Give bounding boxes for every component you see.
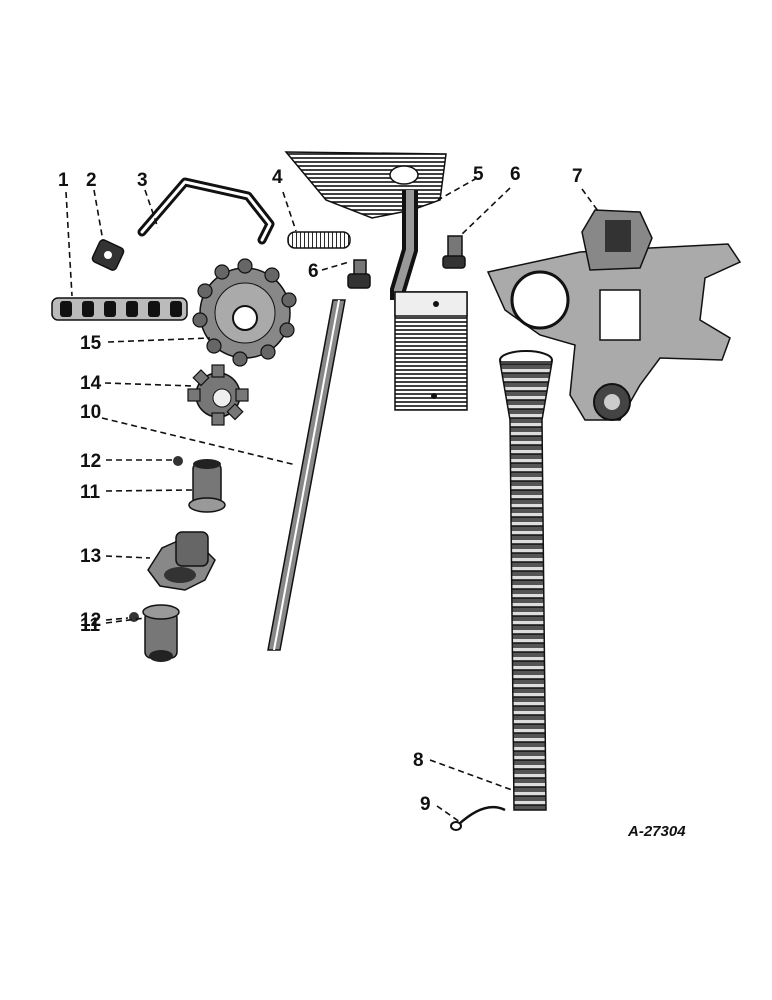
leader-lines bbox=[65, 177, 599, 823]
collar-lower bbox=[142, 604, 180, 662]
callout-8: 8 bbox=[413, 750, 424, 771]
shaft bbox=[267, 299, 346, 651]
seed-tube bbox=[499, 350, 553, 811]
callout-6-lower: 6 bbox=[308, 261, 319, 282]
crank-rod bbox=[137, 177, 275, 245]
connector-link bbox=[91, 239, 125, 271]
callout-9: 9 bbox=[420, 794, 431, 815]
callout-12-upper: 12 bbox=[80, 451, 101, 472]
drive-chain bbox=[51, 297, 188, 321]
bolt-lower bbox=[347, 259, 371, 289]
callout-14: 14 bbox=[80, 373, 102, 394]
set-screw-upper bbox=[173, 456, 183, 466]
pedal-assembly bbox=[284, 151, 468, 411]
wire-clip bbox=[450, 805, 506, 831]
spring bbox=[287, 231, 351, 249]
bevel-gear bbox=[147, 531, 216, 591]
callout-10: 10 bbox=[80, 402, 101, 423]
callout-15: 15 bbox=[80, 333, 102, 354]
large-sprocket bbox=[192, 258, 297, 367]
callout-5: 5 bbox=[473, 164, 484, 185]
callout-3: 3 bbox=[137, 170, 148, 191]
figure-reference: A-27304 bbox=[627, 823, 686, 840]
callout-2: 2 bbox=[86, 170, 97, 191]
small-sprocket bbox=[187, 364, 249, 426]
callout-13: 13 bbox=[80, 546, 101, 567]
bracket-housing bbox=[486, 209, 742, 421]
callout-12-lower: 12 bbox=[80, 610, 101, 631]
callout-11-upper: 11 bbox=[80, 482, 101, 503]
collar-upper bbox=[188, 459, 226, 513]
callout-4: 4 bbox=[272, 167, 283, 188]
callout-11-lower: 11 bbox=[80, 615, 101, 636]
callout-6-upper: 6 bbox=[510, 164, 521, 185]
bolt-upper bbox=[442, 235, 466, 269]
callout-7: 7 bbox=[572, 166, 583, 187]
callout-labels: 1 2 3 4 5 6 6 7 8 9 10 11 11 12 12 13 14… bbox=[58, 164, 583, 815]
callout-1: 1 bbox=[58, 170, 69, 191]
